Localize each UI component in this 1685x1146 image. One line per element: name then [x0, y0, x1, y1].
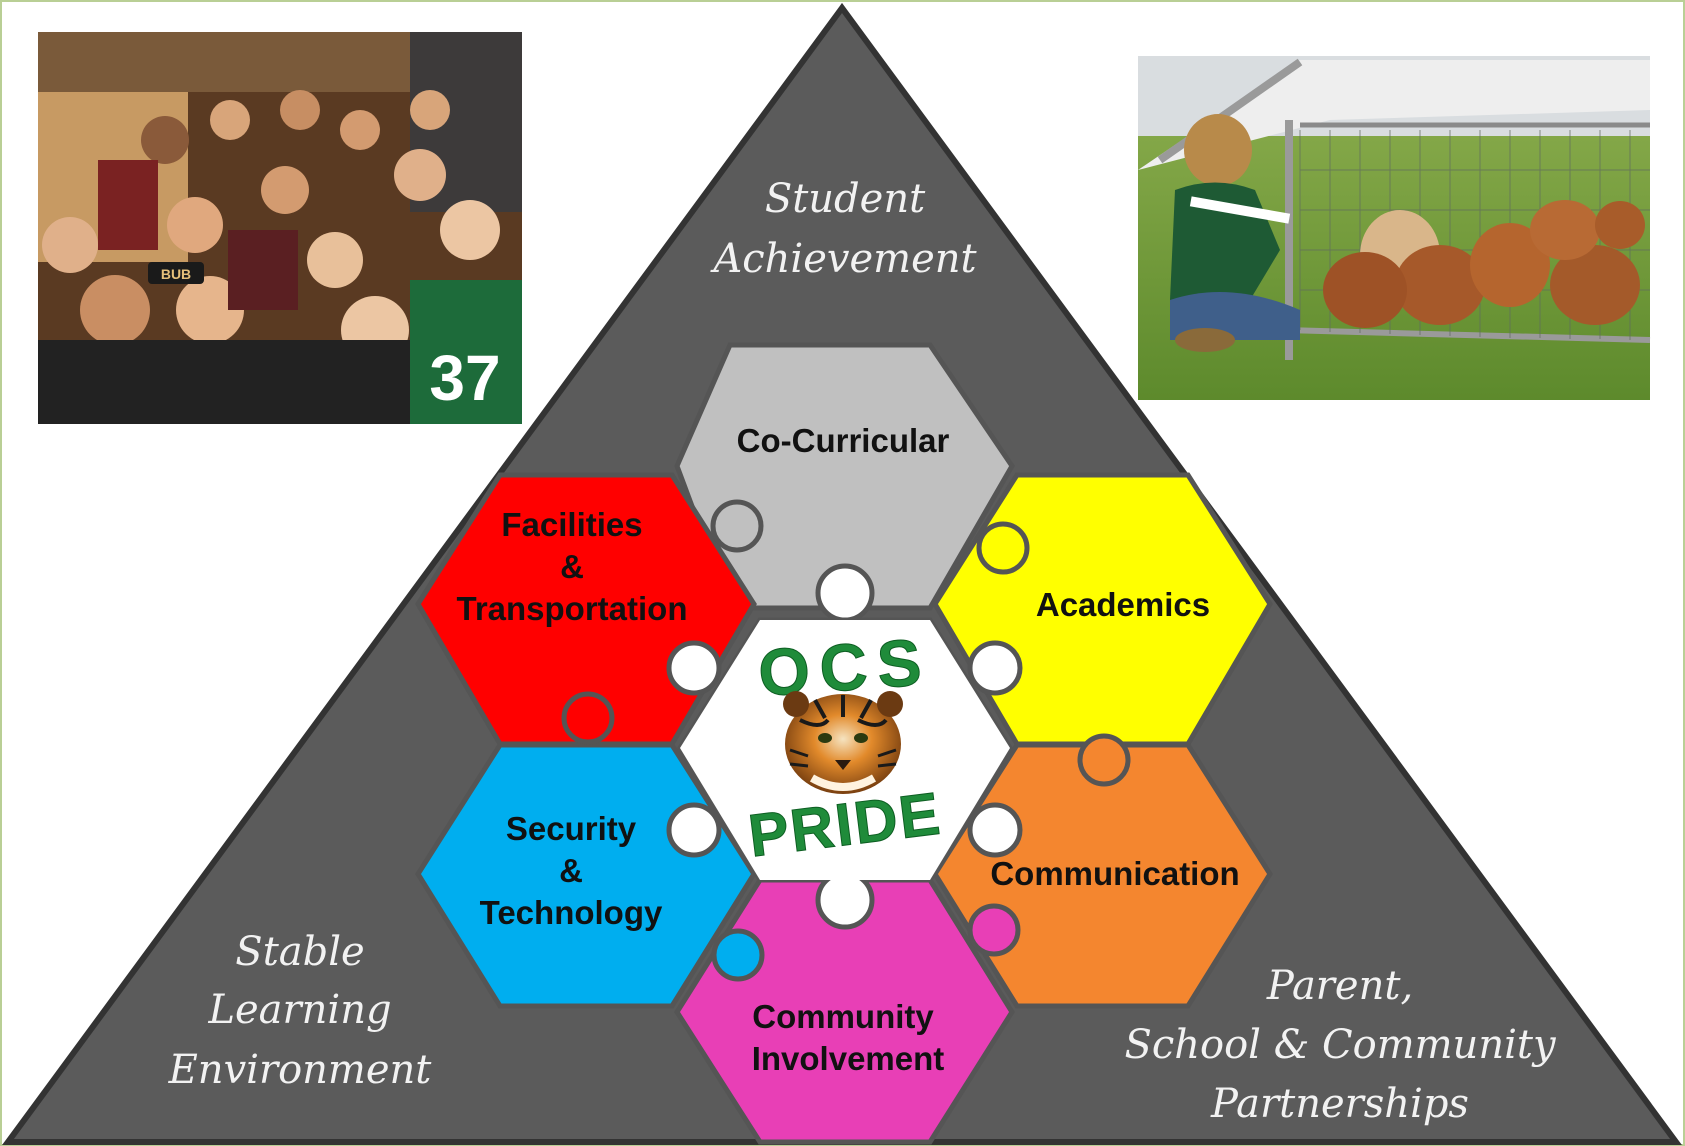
- caption-line: Student: [765, 176, 926, 222]
- puzzle-tab: [967, 903, 1021, 957]
- label-co-curricular: Co-Curricular: [737, 422, 950, 459]
- piece-label-line: Security: [506, 810, 637, 847]
- caption-line: Learning: [207, 987, 391, 1033]
- piece-label-line: Community: [752, 998, 934, 1035]
- caption-line: Environment: [168, 1047, 433, 1093]
- label-communication: Communication: [990, 855, 1239, 892]
- puzzle-tab: [1077, 733, 1131, 787]
- jersey-number: 37: [429, 342, 500, 414]
- piece-label-line: Co-Curricular: [737, 422, 950, 459]
- caption-line: School & Community: [1124, 1022, 1556, 1068]
- caption-line: Achievement: [709, 236, 977, 282]
- piece-label-line: Involvement: [752, 1040, 945, 1077]
- piece-label-line: Transportation: [456, 590, 687, 627]
- caption-student-achievement: Student Achievement: [709, 176, 977, 282]
- chicken-photo: [1138, 56, 1651, 400]
- piece-label-line: &: [560, 548, 584, 585]
- logo-text-pride: PRIDE: [745, 779, 945, 869]
- puzzle-tab: [976, 521, 1030, 575]
- piece-label-line: &: [559, 852, 583, 889]
- logo-text-ocs: OCS: [756, 624, 934, 710]
- puzzle-tab: [710, 499, 764, 553]
- puzzle-tab: [711, 928, 765, 982]
- piece-communication: [932, 742, 1273, 1009]
- piece-label-line: Technology: [480, 894, 663, 931]
- tiger-icon: [783, 691, 903, 794]
- label-facilities-transportation: Facilities & Transportation: [456, 506, 687, 627]
- ocs-pride-logo: OCS PRIDE: [744, 624, 945, 870]
- caption-line: Parent,: [1266, 963, 1413, 1009]
- caption-line: Partnerships: [1210, 1081, 1469, 1127]
- caption-stable-learning-environment: Stable Learning Environment: [168, 929, 433, 1093]
- label-security-technology: Security & Technology: [480, 810, 663, 931]
- caption-partnerships: Parent, School & Community Partnerships: [1124, 963, 1556, 1127]
- caption-line: Stable: [235, 929, 364, 975]
- piece-label-line: Communication: [990, 855, 1239, 892]
- label-academics: Academics: [1036, 586, 1210, 623]
- piece-label-line: Facilities: [501, 506, 642, 543]
- hat-text: BUB: [161, 266, 191, 282]
- group-photo: 37 BUB: [38, 32, 522, 424]
- label-community-involvement: Community Involvement: [752, 998, 945, 1077]
- piece-label-line: Academics: [1036, 586, 1210, 623]
- puzzle-tab: [561, 691, 615, 745]
